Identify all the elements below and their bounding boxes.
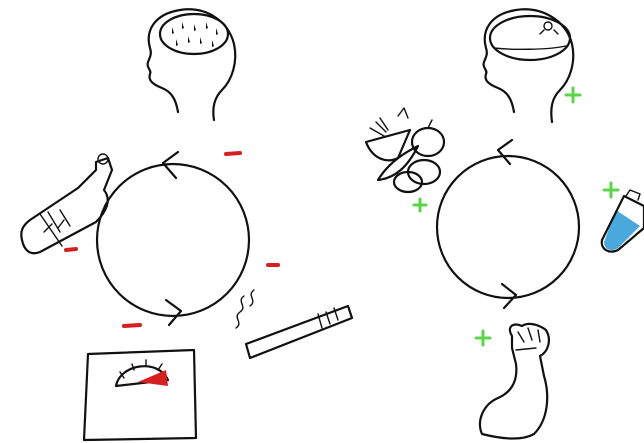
- head-with-calm-brain-icon: [484, 9, 574, 122]
- plus-marker: [414, 199, 426, 211]
- positive-markers: [414, 88, 618, 345]
- minus-marker: [124, 325, 140, 326]
- flexed-arm-icon: [480, 324, 549, 439]
- plus-marker: [476, 331, 490, 345]
- cycle-arrow-bottom: [502, 284, 516, 308]
- left-panel: [21, 9, 352, 440]
- weighing-scale-icon: [84, 350, 196, 440]
- left-cycle: [97, 152, 249, 325]
- right-cycle: [437, 140, 579, 308]
- cycle-arrow-top: [498, 140, 512, 164]
- cigarette-icon: [236, 290, 352, 358]
- right-panel: [366, 9, 644, 438]
- cycle-arrow-bottom: [166, 300, 181, 325]
- vegetables-icon: [366, 108, 444, 192]
- water-bottle-icon: [602, 190, 644, 252]
- rain-drops: [172, 22, 218, 47]
- head-with-rainy-brain-icon: [148, 9, 236, 120]
- plus-marker: [604, 183, 618, 197]
- water-fill: [604, 210, 640, 250]
- plus-marker: [566, 88, 580, 102]
- minus-marker: [226, 153, 240, 154]
- minus-marker: [66, 249, 76, 250]
- alcohol-bottle-icon: [21, 154, 112, 253]
